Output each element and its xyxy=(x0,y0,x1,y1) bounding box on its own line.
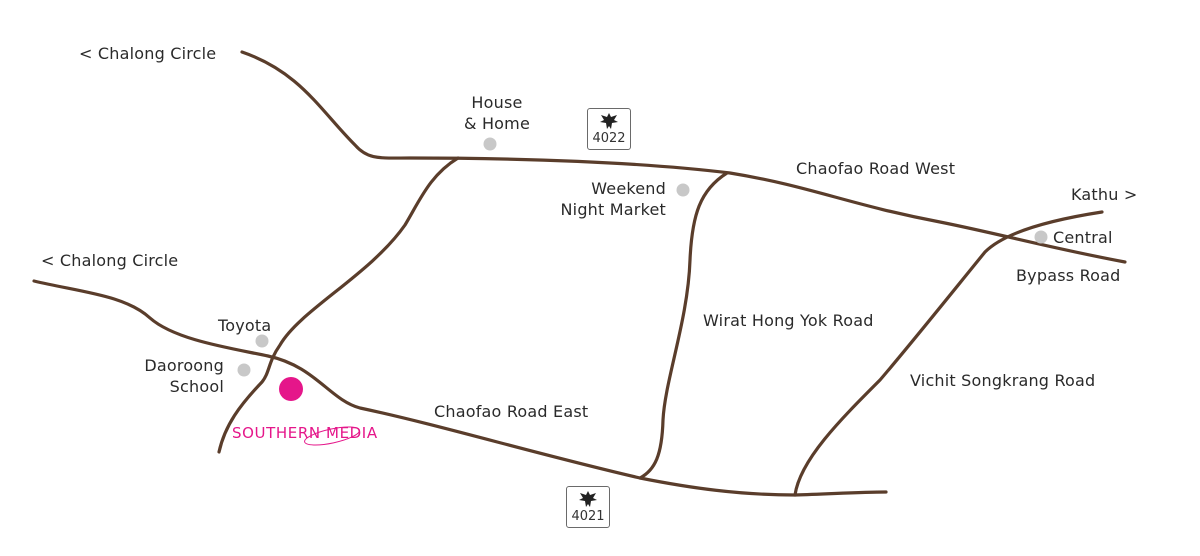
label-kathu: Kathu > xyxy=(1071,185,1138,204)
road-vichit-songkrang xyxy=(793,210,1104,497)
highway-number-4021: 4021 xyxy=(571,509,605,524)
southern-media-logo[interactable]: SOUTHERN MEDIA xyxy=(232,420,432,460)
label-weekend-line1: Weekend xyxy=(591,179,666,198)
garuda-emblem-icon xyxy=(600,113,618,129)
label-weekend-night-market: Weekend Night Market xyxy=(560,178,666,220)
logo-swoosh-icon xyxy=(304,426,360,446)
label-daoroong-school: Daoroong School xyxy=(120,355,224,397)
label-house-home-line2: & Home xyxy=(463,114,530,133)
label-chaofao-road-west: Chaofao Road West xyxy=(796,159,956,178)
road-connector-north xyxy=(217,156,460,454)
label-chalong-circle-bottom: < Chalong Circle xyxy=(41,251,179,270)
label-house-home-line1: House xyxy=(471,93,523,112)
label-weekend-line2: Night Market xyxy=(560,200,666,219)
garuda-emblem-icon xyxy=(579,491,597,507)
road-chaofao-west xyxy=(240,50,1127,264)
label-daoroong-line1: Daoroong xyxy=(144,356,224,375)
label-toyota: Toyota xyxy=(218,316,272,335)
highway-shield-4021: 4021 xyxy=(566,486,610,528)
poi-dot-central xyxy=(1034,230,1048,244)
label-chaofao-road-east: Chaofao Road East xyxy=(434,402,589,421)
highway-number-4022: 4022 xyxy=(592,131,626,146)
poi-dot-daoroong-school xyxy=(237,363,251,377)
destination-marker[interactable] xyxy=(279,377,303,401)
label-wirat-hong-yok-road: Wirat Hong Yok Road xyxy=(703,311,874,330)
poi-dot-house-home xyxy=(483,137,497,151)
road-chaofao-east xyxy=(32,279,888,497)
logo-text: SOUTHERN MEDIA xyxy=(232,424,378,442)
label-central: Central xyxy=(1053,228,1113,247)
label-bypass-road: Bypass Road xyxy=(1016,266,1121,285)
highway-shield-4022: 4022 xyxy=(587,108,631,150)
label-daoroong-line2: School xyxy=(169,377,224,396)
label-house-home: House & Home xyxy=(455,92,539,134)
poi-dot-weekend-market xyxy=(676,183,690,197)
poi-dot-toyota xyxy=(255,334,269,348)
label-vichit-songkrang-road: Vichit Songkrang Road xyxy=(910,371,1096,390)
label-chalong-circle-top: < Chalong Circle xyxy=(79,44,217,63)
road-wirat-hong-yok xyxy=(638,171,729,480)
